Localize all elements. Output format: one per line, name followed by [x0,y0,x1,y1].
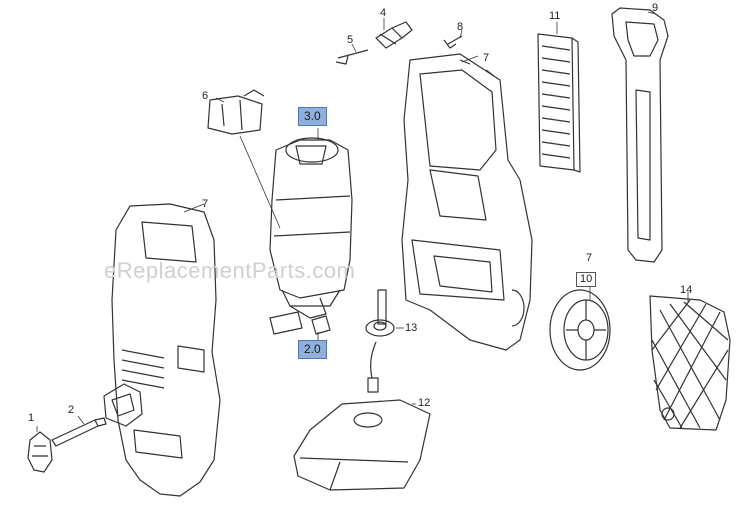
callout-10: 10 [576,272,597,287]
callout-2-0: 2.0 [298,340,327,359]
part-5-pin [335,49,369,65]
callout-11: 11 [549,10,561,22]
callout-7-front: 7 [202,198,209,210]
callout-14: 14 [680,284,693,296]
callout-1: 1 [28,412,35,424]
callout-13: 13 [405,322,418,334]
part-10-wheel [549,289,611,371]
part-11-grille-strip [537,33,581,173]
part-4-coupling [375,21,413,49]
callout-12: 12 [418,397,431,409]
part-7-rear-housing [401,53,533,351]
callout-8: 8 [457,21,464,33]
callout-6: 6 [202,90,209,102]
watermark: eReplacementParts.com [104,258,356,283]
part-12-tank [293,399,431,491]
callout-9: 9 [652,2,659,14]
callout-5: 5 [347,34,354,46]
part-6-bracket [207,89,265,135]
part-13-valve [365,289,395,393]
part-1-nozzle [27,431,53,473]
part-2-lance [51,417,107,447]
part-9-handle [611,7,669,263]
motor-pump-assembly [269,137,353,335]
part-7-front-housing [103,203,221,497]
part-8-screw [443,35,463,49]
callout-3-0: 3.0 [298,107,327,126]
callout-4: 4 [380,7,387,19]
callout-7-rear: 7 [483,52,490,64]
callout-7-wheel: 7 [586,252,593,264]
part-14-mesh-filter [649,295,731,431]
callout-2: 2 [68,404,75,416]
